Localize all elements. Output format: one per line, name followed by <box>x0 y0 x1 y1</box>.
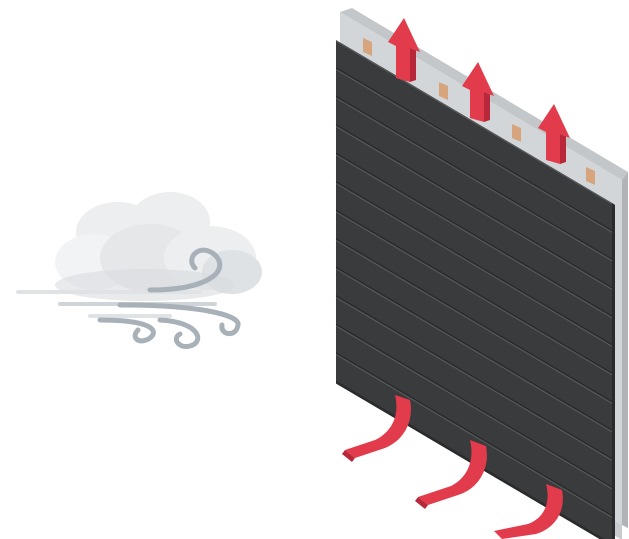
cladding-board-highlight <box>335 354 613 518</box>
airflow-arrow-icon <box>342 395 411 462</box>
airflow-arrow-icon <box>462 62 494 122</box>
airflow-arrow-icon <box>494 484 563 539</box>
airflow-arrow-icon <box>415 440 487 509</box>
cladding-board-highlight <box>335 211 613 376</box>
wind-icon <box>16 247 241 349</box>
cladding-board-highlight <box>335 268 613 433</box>
airflow-in-arrows <box>342 395 563 539</box>
cladding-board-highlight <box>335 183 613 347</box>
wall-cladding <box>335 40 615 539</box>
cladding-board-edge <box>336 380 605 539</box>
battens <box>363 38 595 185</box>
cladding-board <box>336 97 612 290</box>
cladding-board <box>336 211 612 404</box>
cladding-board <box>336 125 612 319</box>
cladding-board <box>336 296 612 490</box>
cladding-board-highlight <box>335 69 613 233</box>
cladding-board-highlight <box>335 40 613 205</box>
cladding-side <box>612 202 615 539</box>
cladding-board <box>336 68 612 262</box>
airflow-arrow-icon <box>388 18 420 82</box>
cloud-icon <box>55 192 262 301</box>
cladding-board <box>336 268 612 461</box>
cladding-board <box>336 40 612 233</box>
airflow-arrow-icon <box>538 104 570 164</box>
cladding-board-highlight <box>335 325 613 490</box>
cladding-board-highlight <box>335 97 613 262</box>
cladding-board <box>336 154 612 347</box>
cladding-board-highlight <box>335 240 613 404</box>
cladding-board-highlight <box>335 126 613 290</box>
cladding-board-highlight <box>335 154 613 319</box>
cladding-board <box>336 325 612 518</box>
cladding-board <box>336 239 612 433</box>
cladding-board <box>336 182 612 376</box>
airflow-out-arrows <box>388 18 570 164</box>
cladding-board-highlight <box>335 297 613 461</box>
